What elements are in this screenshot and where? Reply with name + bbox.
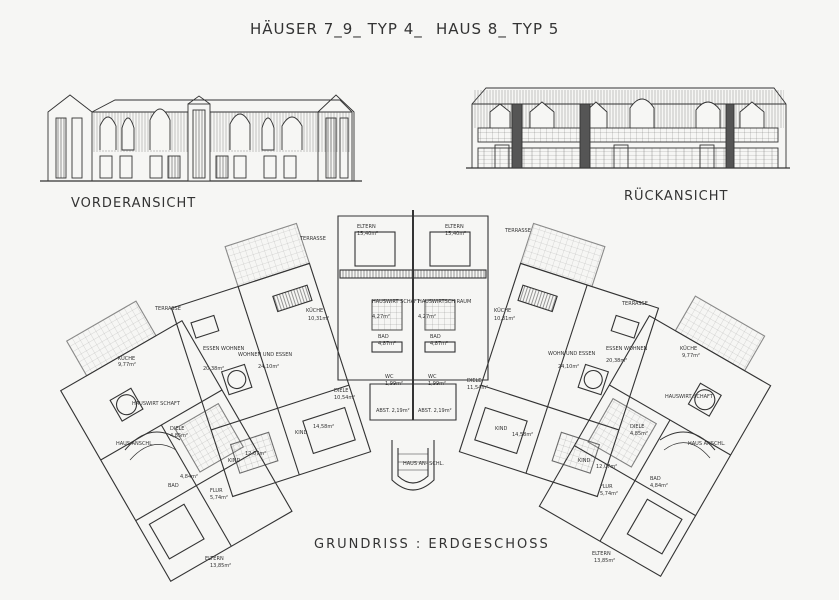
- room-diele-left-area: 10,54m²: [334, 395, 355, 401]
- room-diele-left: DIELE: [334, 388, 348, 394]
- room-hw-left-area: 4,27m²: [372, 314, 390, 320]
- room-wohnen-right-area: 24,10m²: [558, 364, 579, 370]
- room-diele-far-left-area: 4,85m²: [170, 433, 188, 439]
- room-kind-far-left: KIND: [228, 458, 240, 464]
- room-flur-far-left: FLUR: [210, 488, 223, 494]
- room-haus-far-right: HAUS ANSCHL.: [688, 441, 726, 447]
- room-hw-left: HAUSWIRT SCHAFT: [372, 299, 421, 305]
- plan-title: GRUNDRISS : ERDGESCHOSS: [314, 537, 550, 552]
- room-wc-left-area: 1,99m²: [385, 381, 403, 387]
- room-eltern-tl-area: 15,40m²: [357, 231, 378, 237]
- room-flur-far-left-area: 5,74m²: [210, 495, 228, 501]
- room-eltern-tr: ELTERN: [445, 224, 464, 230]
- terrace-left: TERRASSE: [299, 236, 326, 242]
- room-bad-right: BAD: [430, 334, 441, 340]
- room-diele-right-area: 11,54m²: [467, 385, 488, 391]
- room-labels: ELTERN 15,40m² ELTERN 15,40m² TERRASSE T…: [116, 224, 726, 569]
- rear-elevation: [466, 87, 790, 169]
- room-kueche-far-left-area: 9,77m²: [118, 362, 136, 368]
- room-wc-right: WC: [428, 374, 437, 380]
- room-kind-right-area: 14,58m²: [512, 432, 533, 438]
- room-hw-right: HAUSWIRTSCH RAUM: [418, 299, 471, 305]
- room-bad-far-right-area: 4,84m²: [650, 483, 668, 489]
- room-wohnen-left-area: 24,10m²: [258, 364, 279, 370]
- room-kind-far-right: KIND: [578, 458, 590, 464]
- room-kind-far-right-area: 12,07m²: [596, 464, 617, 470]
- room-haus-center: HAUS AN- SCHL.: [403, 461, 444, 467]
- room-diele-far-right: DIELE: [630, 424, 644, 430]
- room-bad-right-area: 4,87m²: [430, 341, 448, 347]
- room-essen-far-left: ESSEN WOHNEN: [203, 346, 245, 352]
- room-bad-left: BAD: [378, 334, 389, 340]
- room-haus-far-left: HAUS ANSCHL.: [116, 441, 154, 447]
- room-eltern-bottom-left-area: 13,85m²: [210, 563, 231, 569]
- room-kueche-right-area: 10,31m²: [494, 316, 515, 322]
- room-eltern-bottom-right-area: 13,85m²: [594, 558, 615, 564]
- room-essen-far-right: ESSEN WOHNEN: [606, 346, 648, 352]
- room-wohnen-right: WOHN UND ESSEN: [548, 351, 595, 357]
- room-eltern-bottom-left: ELTERN: [205, 556, 224, 562]
- room-hw-far-right: HAUSWIRT SCHAFT: [665, 394, 714, 400]
- terrace-right: TERRASSE: [504, 228, 531, 234]
- room-eltern-tr-area: 15,40m²: [445, 231, 466, 237]
- room-kind-far-left-area: 12,07m²: [245, 451, 266, 457]
- room-kueche-right: KÜCHE: [494, 307, 511, 314]
- room-bad-left-area: 4,87m²: [378, 341, 396, 347]
- room-wc-left: WC: [385, 374, 394, 380]
- room-wohnen-left: WOHNEN UND ESSEN: [238, 352, 292, 358]
- room-abst-right: ABST. 2,19m²: [418, 408, 452, 414]
- room-essen-far-right-area: 20,38m²: [606, 358, 627, 364]
- label-front-view: VORDERANSICHT: [71, 196, 197, 211]
- room-eltern-bottom-right: ELTERN: [592, 551, 611, 557]
- room-kind-left: KIND: [295, 430, 307, 436]
- room-eltern-tl: ELTERN: [357, 224, 376, 230]
- room-flur-far-right-area: 5,74m²: [600, 491, 618, 497]
- room-abst-left: ABST. 2,19m²: [376, 408, 410, 414]
- room-kind-right: KIND: [495, 426, 507, 432]
- room-diele-far-right-area: 4,85m²: [630, 431, 648, 437]
- room-kueche-far-right-area: 9,77m²: [682, 353, 700, 359]
- room-hw-right-area: 4,27m²: [418, 314, 436, 320]
- room-bad-far-right: BAD: [650, 476, 661, 482]
- room-kueche-far-left: KÜCHE: [118, 355, 135, 362]
- header-house-8: HAUS 8_ TYP 5: [436, 20, 560, 38]
- room-kind-left-area: 14,58m²: [313, 424, 334, 430]
- room-essen-far-left-area: 20,38m²: [203, 366, 224, 372]
- room-diele-far-left: DIELE: [170, 426, 184, 432]
- room-kueche-far-right: KÜCHE: [680, 345, 697, 352]
- floor-plan: [59, 210, 772, 582]
- room-kueche-left-area: 10,31m²: [308, 316, 329, 322]
- room-wc-right-area: 1,99m²: [428, 381, 446, 387]
- terrace-far-right: TERRASSE: [621, 301, 648, 307]
- header-houses-7-9: HÄUSER 7_9_ TYP 4_: [250, 20, 423, 38]
- label-rear-view: RÜCKANSICHT: [624, 189, 729, 204]
- terrace-far-left: TERRASSE: [154, 306, 181, 312]
- room-flur-far-right: FLUR: [600, 484, 613, 490]
- room-hw-far-left: HAUSWIRT SCHAFT: [132, 401, 181, 407]
- room-bad-far-left: BAD: [168, 483, 179, 489]
- front-elevation: [40, 94, 362, 182]
- room-diele-right: DIELE: [467, 378, 481, 384]
- room-bad-far-left-area: 4,84m²: [180, 474, 198, 480]
- room-kueche-left: KÜCHE: [306, 307, 323, 314]
